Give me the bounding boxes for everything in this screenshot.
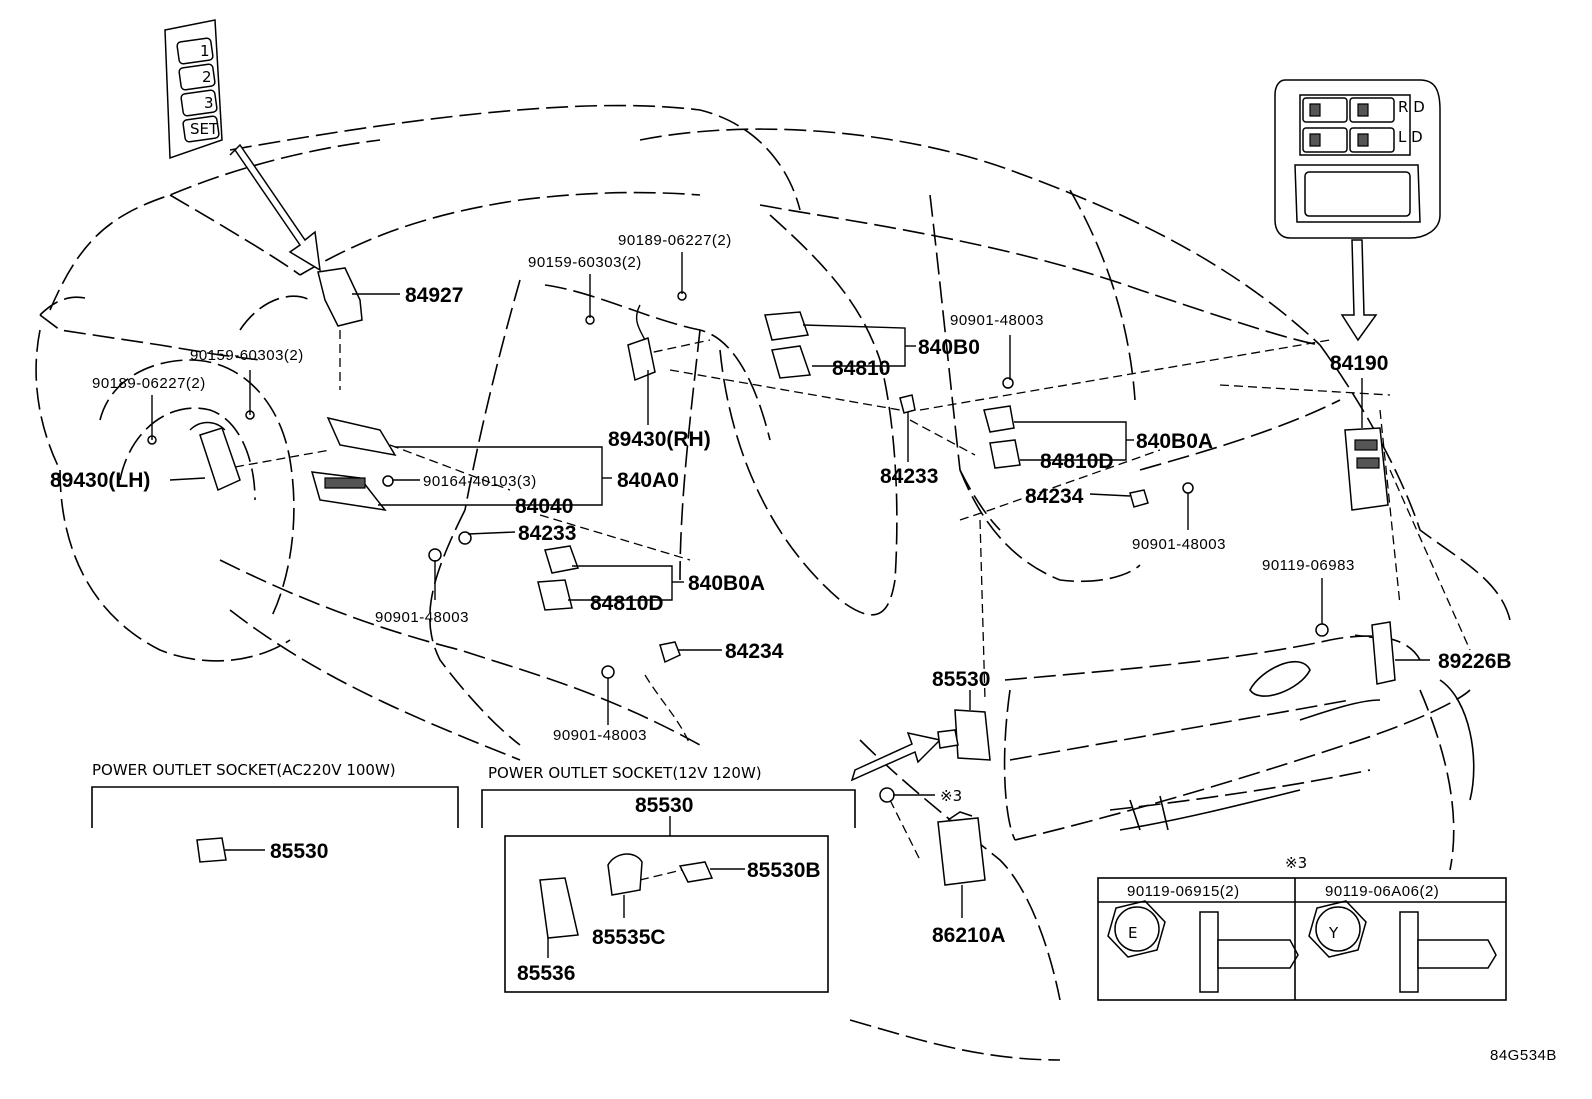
- label-86210A: 86210A: [932, 924, 1006, 947]
- part-840A0: [326, 416, 397, 457]
- label-84810D-a: 84810D: [590, 592, 664, 615]
- part-85536: [539, 877, 579, 939]
- part-85530-ac: [196, 837, 227, 863]
- label-90901-d: 90901-48003: [1132, 536, 1226, 553]
- label-89226B: 89226B: [1438, 650, 1512, 673]
- label-84810D-b: 84810D: [1040, 450, 1114, 473]
- label-840B0A-a: 840B0A: [688, 572, 765, 595]
- part-labels: 84927 90159-60303(2) 90189-06227(2) 8943…: [50, 232, 1557, 1064]
- bolt-E-head: [1107, 900, 1166, 958]
- parts: [147, 267, 1497, 993]
- caption-ac-socket: POWER OUTLET SOCKET(AC220V 100W): [92, 761, 396, 779]
- label-85530B: 85530B: [747, 859, 821, 882]
- pointer-arrows: [229, 143, 1378, 782]
- bolt-table-col2-mark: Y: [1328, 924, 1339, 942]
- label-84233-b: 84233: [880, 465, 938, 488]
- leader-lines: [151, 252, 1430, 958]
- label-85530-main: 85530: [932, 668, 990, 691]
- part-85530B: [678, 861, 714, 883]
- label-84190: 84190: [1330, 352, 1388, 375]
- dc-socket-box: [504, 835, 829, 993]
- label-84233-a: 84233: [518, 522, 576, 545]
- dc-socket-bracket: [481, 789, 856, 828]
- console-switch-panel: R D L D: [1274, 79, 1441, 239]
- bolt-table-col1-mark: E: [1128, 924, 1137, 942]
- label-84927: 84927: [405, 284, 463, 307]
- label-85530-ac: 85530: [270, 840, 328, 863]
- part-84810D-left: [537, 579, 573, 611]
- part-85530-main: [954, 709, 991, 761]
- bolt-Y-side: [1399, 911, 1497, 993]
- memory-button-1: 1: [176, 37, 214, 65]
- label-84040: 84040: [515, 495, 573, 518]
- label-85530-12v: 85530: [635, 794, 693, 817]
- label-85535C: 85535C: [592, 926, 666, 949]
- location-lines: [234, 330, 1471, 881]
- part-84927: [317, 267, 363, 327]
- memory-button-set: SET: [182, 115, 220, 143]
- ac-socket-bracket: [91, 786, 459, 828]
- label-90189-b: 90189-06227(2): [618, 232, 732, 249]
- svg-text:L D: L D: [1398, 128, 1423, 146]
- label-90164: 90164-40103(3): [423, 473, 537, 490]
- label-90159-a: 90159-60303(2): [190, 347, 304, 364]
- memory-button-3: 3: [180, 89, 218, 117]
- part-840B0A-right: [983, 405, 1015, 433]
- label-89430-lh: 89430(LH): [50, 469, 150, 492]
- callout-boxes: [91, 786, 1507, 1001]
- memory-button-2: 2: [178, 63, 216, 91]
- label-90159-b: 90159-60303(2): [528, 254, 642, 271]
- label-84810: 84810: [832, 357, 890, 380]
- part-85535C: [607, 853, 643, 896]
- memory-switch-panel: 1 2 3 SET: [164, 19, 223, 160]
- part-84810: [771, 345, 812, 379]
- bolt-table-text: ※3 90119-06915(2) 90119-06A06(2) E Y: [1127, 854, 1439, 942]
- figure-code: 84G534B: [1490, 1047, 1557, 1064]
- label-90901-b: 90901-48003: [553, 727, 647, 744]
- label-90901-c: 90901-48003: [950, 312, 1044, 329]
- svg-text:3: 3: [204, 94, 214, 112]
- part-89430-lh: [199, 427, 241, 492]
- label-840A0: 840A0: [617, 469, 679, 492]
- bolt-table-ref: ※3: [1285, 854, 1307, 872]
- label-840B0: 840B0: [918, 336, 980, 359]
- bolt-table-col2-part: 90119-06A06(2): [1325, 883, 1439, 900]
- label-89430-rh: 89430(RH): [608, 428, 711, 451]
- part-84810D-right: [989, 439, 1021, 469]
- caption-dc-socket: POWER OUTLET SOCKET(12V 120W): [488, 764, 762, 782]
- part-89226B: [1371, 621, 1396, 685]
- vehicle-outline: [35, 104, 1511, 1061]
- part-86210A: [937, 817, 986, 886]
- part-89430-rh: [627, 337, 656, 382]
- label-90901-a: 90901-48003: [375, 609, 469, 626]
- bolt-E-side: [1199, 911, 1299, 993]
- label-84234-b: 84234: [1025, 485, 1084, 508]
- svg-text:SET: SET: [190, 120, 219, 138]
- svg-text:1: 1: [200, 42, 210, 60]
- captions: POWER OUTLET SOCKET(AC220V 100W) POWER O…: [92, 761, 762, 782]
- label-90189-a: 90189-06227(2): [92, 375, 206, 392]
- label-85536: 85536: [517, 962, 575, 985]
- svg-text:2: 2: [202, 68, 212, 86]
- label-84234-a: 84234: [725, 640, 784, 663]
- label-ref3: ※3: [940, 787, 962, 805]
- label-90119-06983: 90119-06983: [1262, 557, 1355, 574]
- part-840B0A-left: [544, 545, 580, 574]
- part-840B0: [764, 311, 810, 341]
- bolt-table: [1097, 877, 1507, 1001]
- bolt-Y-head: [1308, 900, 1367, 958]
- svg-text:R D: R D: [1398, 98, 1425, 116]
- label-840B0A-b: 840B0A: [1136, 430, 1213, 453]
- bolt-table-col1-part: 90119-06915(2): [1127, 883, 1240, 900]
